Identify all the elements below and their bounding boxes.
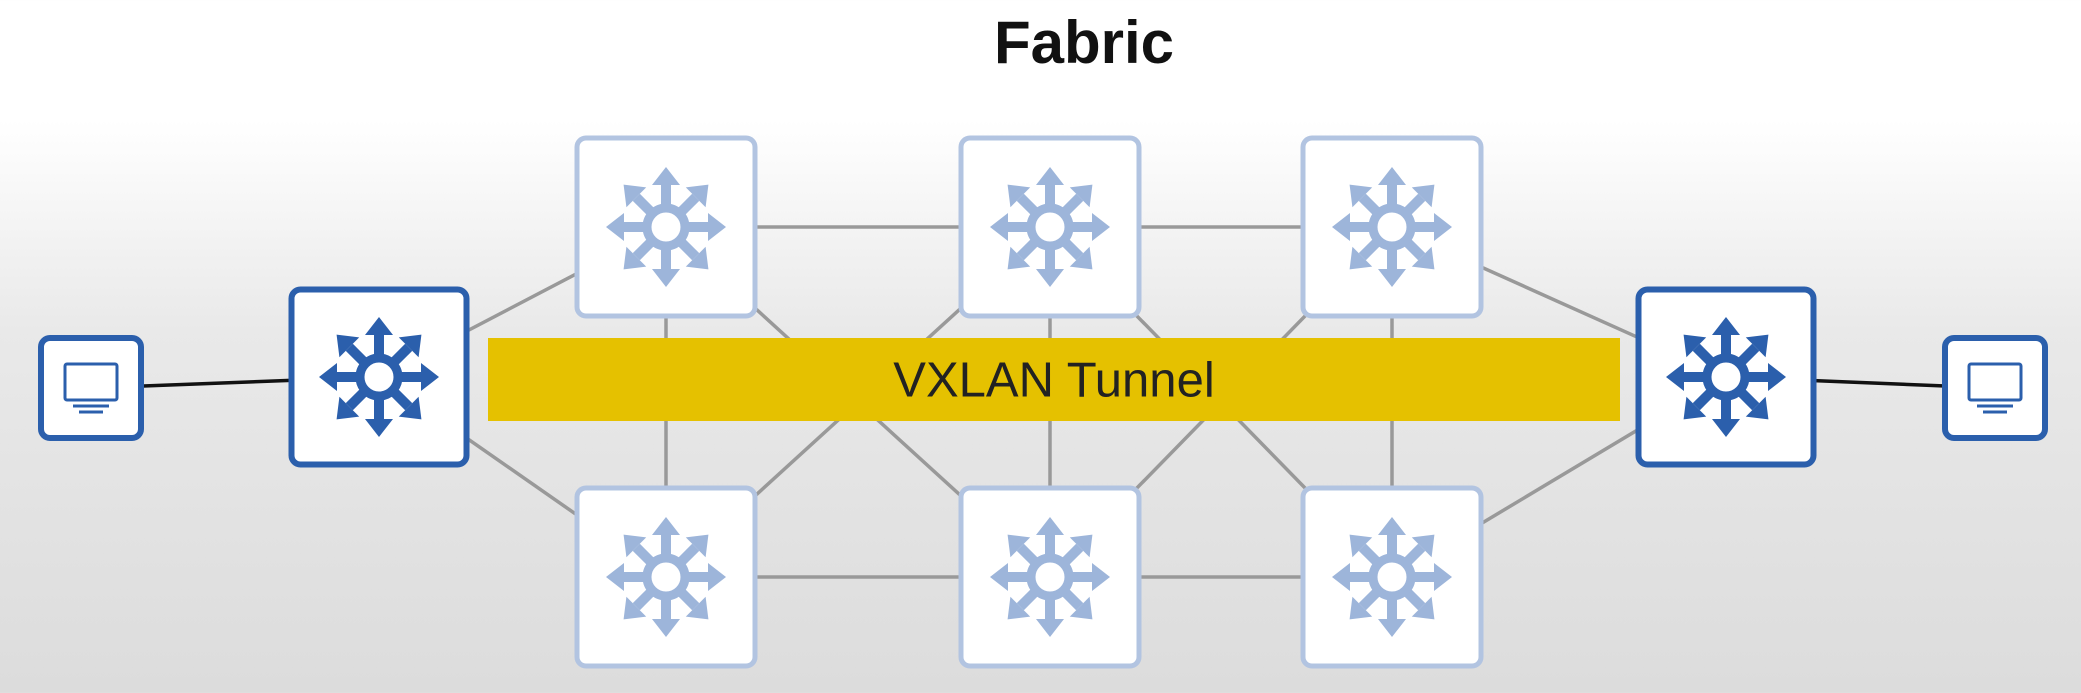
top-2-node bbox=[958, 135, 1142, 319]
host-right-node bbox=[1942, 335, 2048, 441]
multilayer-switch-icon bbox=[606, 167, 726, 287]
host-left-node bbox=[38, 335, 144, 441]
host-box bbox=[1942, 335, 2048, 441]
multilayer-switch-icon bbox=[1332, 167, 1452, 287]
diagram-title: Fabric bbox=[993, 9, 1175, 76]
multilayer-switch-icon bbox=[1666, 317, 1786, 437]
nodes-layer bbox=[38, 135, 2048, 669]
top-1-node bbox=[574, 135, 758, 319]
bot-1-node bbox=[574, 485, 758, 669]
vxlan-tunnel-bar bbox=[488, 338, 1620, 421]
bot-2-node bbox=[958, 485, 1142, 669]
multilayer-switch-icon bbox=[606, 517, 726, 637]
multilayer-switch-icon bbox=[990, 517, 1110, 637]
multilayer-switch-icon bbox=[1332, 517, 1452, 637]
vxlan-tunnel-label: VXLAN Tunnel bbox=[893, 354, 1214, 408]
edge-right-node bbox=[1635, 286, 1817, 468]
edge-left-node bbox=[288, 286, 470, 468]
multilayer-switch-icon bbox=[990, 167, 1110, 287]
monitor-icon bbox=[1967, 362, 2023, 414]
multilayer-switch-icon bbox=[319, 317, 439, 437]
top-3-node bbox=[1300, 135, 1484, 319]
vxlan-tunnel: VXLAN Tunnel bbox=[488, 338, 1620, 421]
bot-3-node bbox=[1300, 485, 1484, 669]
host-box bbox=[38, 335, 144, 441]
monitor-icon bbox=[63, 362, 119, 414]
